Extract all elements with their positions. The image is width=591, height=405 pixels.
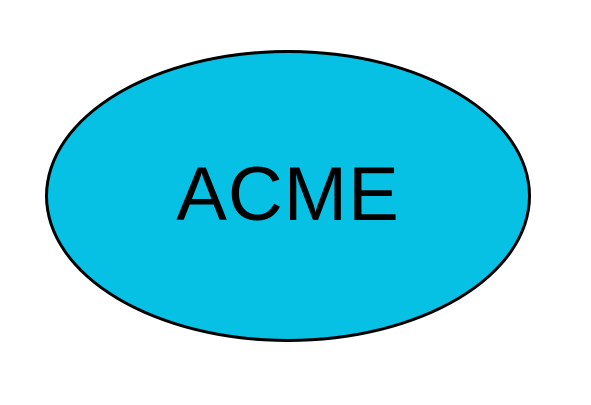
logo-text: ACME (176, 152, 400, 237)
logo-ellipse (45, 50, 531, 342)
